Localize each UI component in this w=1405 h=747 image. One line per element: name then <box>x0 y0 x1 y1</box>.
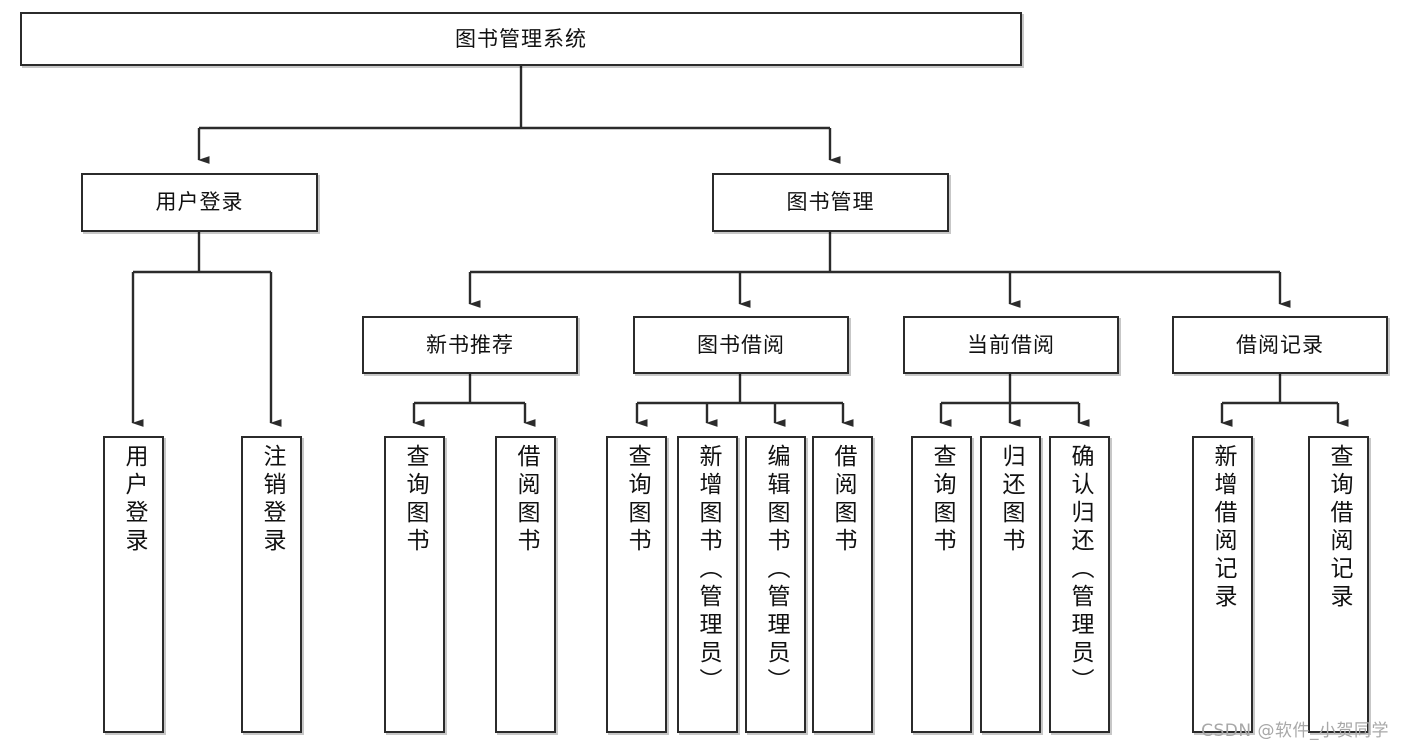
node-label: 新书推荐 <box>426 332 514 357</box>
node-label: 注销登录 <box>259 444 285 556</box>
node-label: 图书借阅 <box>697 332 785 357</box>
csdn-watermark: CSDN @软件_小贺同学 <box>1201 721 1389 741</box>
node-book-manage[interactable]: 图书管理 <box>712 173 949 232</box>
node-label: 查询借阅记录 <box>1326 444 1352 612</box>
node-root[interactable]: 图书管理系统 <box>20 12 1022 66</box>
node-current-borrow[interactable]: 当前借阅 <box>903 316 1119 374</box>
node-borrow-record[interactable]: 借阅记录 <box>1172 316 1388 374</box>
node-label: 新增借阅记录 <box>1210 444 1236 612</box>
node-label: 图书管理 <box>786 190 875 215</box>
leaf-logout-login[interactable]: 注销登录 <box>241 436 302 733</box>
leaf-query-book-new-rec[interactable]: 查询图书 <box>384 436 445 733</box>
node-label: 用户登录 <box>155 190 244 215</box>
leaf-borrow-book-borrow[interactable]: 借阅图书 <box>812 436 873 733</box>
node-label: 查询图书 <box>624 444 650 556</box>
node-label: 查询图书 <box>929 444 955 556</box>
node-label: 借阅图书 <box>513 444 539 556</box>
node-label: 借阅图书 <box>830 444 856 556</box>
leaf-confirm-return-admin[interactable]: 确认归还（管理员） <box>1049 436 1110 733</box>
leaf-query-book-current[interactable]: 查询图书 <box>911 436 972 733</box>
leaf-query-book-borrow[interactable]: 查询图书 <box>606 436 667 733</box>
leaf-add-book-admin[interactable]: 新增图书（管理员） <box>677 436 738 733</box>
node-new-book-rec[interactable]: 新书推荐 <box>362 316 578 374</box>
node-label: 归还图书 <box>998 444 1024 556</box>
leaf-add-borrow-record[interactable]: 新增借阅记录 <box>1192 436 1253 733</box>
leaf-edit-book-admin[interactable]: 编辑图书（管理员） <box>745 436 806 733</box>
leaf-return-book[interactable]: 归还图书 <box>980 436 1041 733</box>
leaf-borrow-book-new-rec[interactable]: 借阅图书 <box>495 436 556 733</box>
node-label: 查询图书 <box>402 444 428 556</box>
node-label: 编辑图书（管理员） <box>763 444 789 696</box>
node-label: 当前借阅 <box>967 332 1055 357</box>
node-label: 用户登录 <box>121 444 147 556</box>
node-label: 新增图书（管理员） <box>695 444 721 696</box>
node-label: 确认归还（管理员） <box>1067 444 1093 696</box>
node-label: 借阅记录 <box>1236 332 1324 357</box>
node-label: 图书管理系统 <box>455 26 587 51</box>
leaf-query-borrow-record[interactable]: 查询借阅记录 <box>1308 436 1369 733</box>
node-book-borrow[interactable]: 图书借阅 <box>633 316 849 374</box>
leaf-user-login[interactable]: 用户登录 <box>103 436 164 733</box>
node-user-login[interactable]: 用户登录 <box>81 173 318 232</box>
